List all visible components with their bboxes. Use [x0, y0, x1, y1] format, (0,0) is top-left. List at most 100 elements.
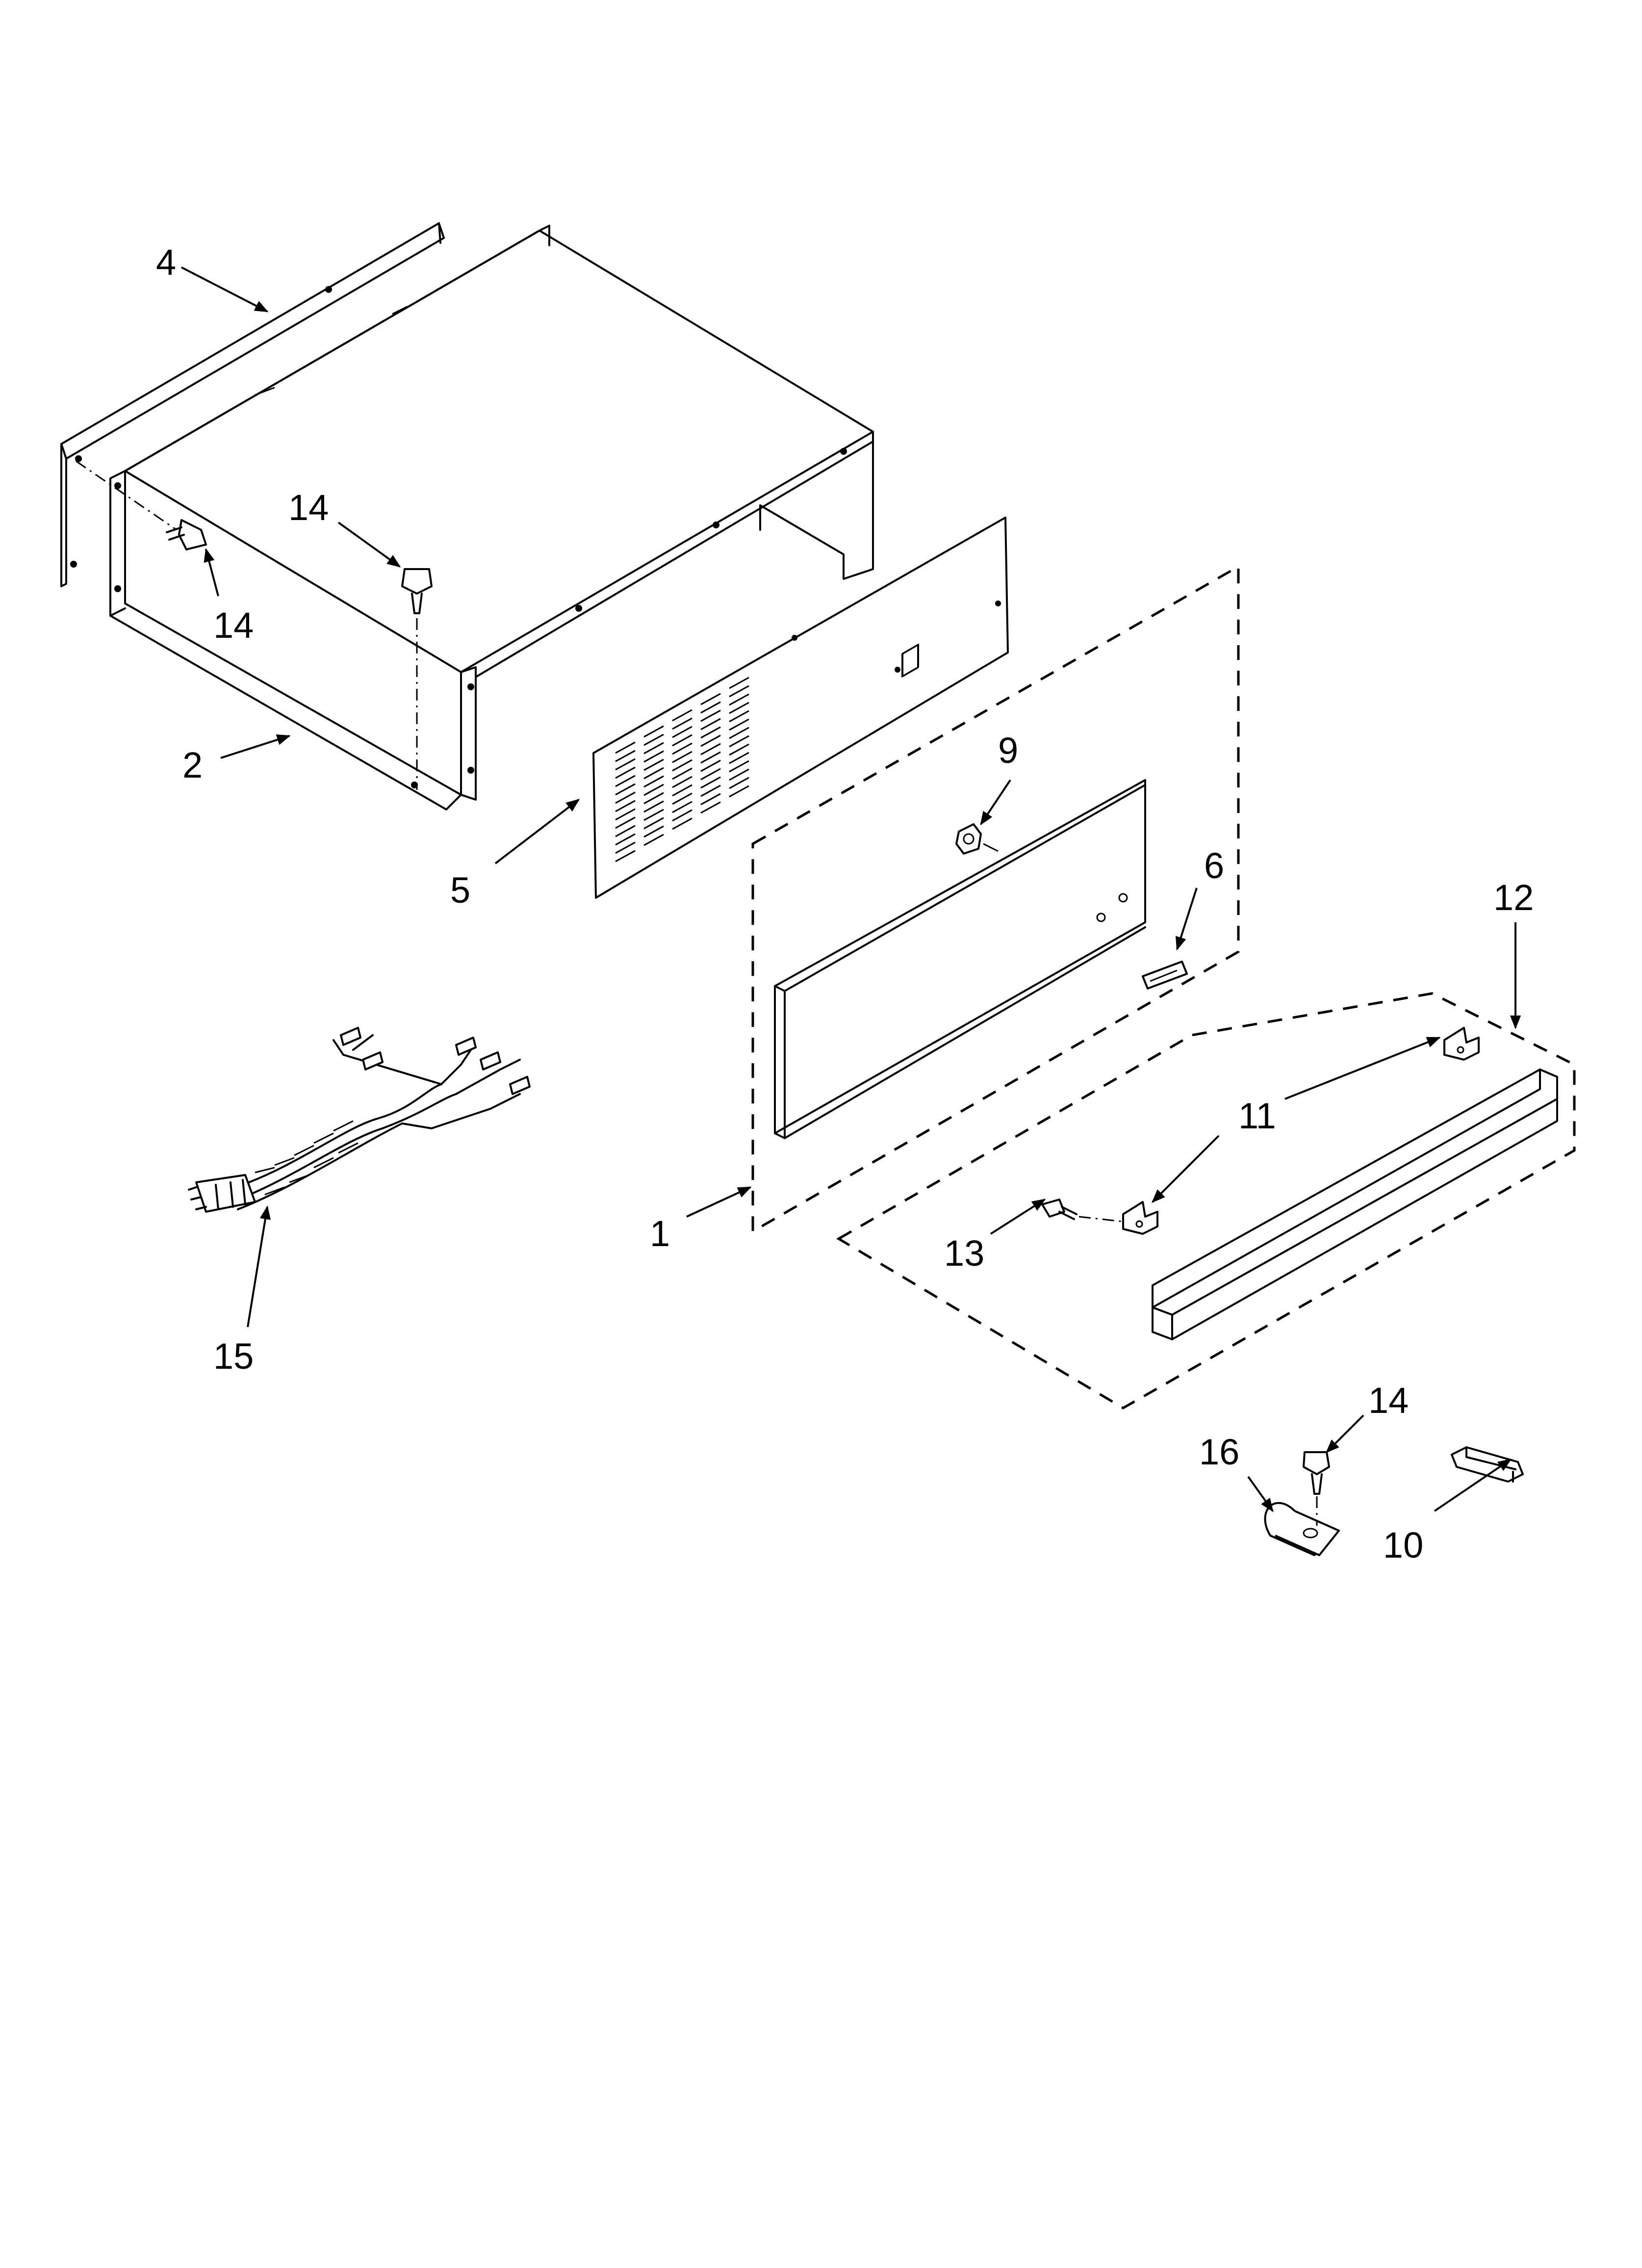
bracket-part-11-lower: [1122, 1201, 1158, 1235]
louver-slot: [615, 833, 636, 846]
louver-slot: [615, 808, 636, 821]
louver-slot: [729, 768, 749, 781]
callout-15: 15: [213, 1336, 254, 1377]
callout-14-bottom: 14: [1368, 1380, 1409, 1421]
louver-slot: [672, 709, 693, 722]
callout-11: 11: [1238, 1095, 1276, 1136]
louver-slot: [615, 850, 636, 862]
louver-slot: [700, 726, 721, 739]
callout-9: 9: [998, 730, 1018, 771]
louver-slot: [729, 727, 749, 739]
clamp-part-16: [1264, 1502, 1340, 1556]
louver-slot: [700, 743, 721, 756]
louver-slot: [643, 750, 664, 763]
front-panel: [774, 779, 1146, 1139]
callout-5: 5: [450, 870, 470, 911]
side-rail-part-4: [60, 222, 445, 587]
assembly-group-part-1: [751, 564, 1240, 1234]
louver-slot: [615, 825, 636, 837]
wire-harness-part-15: [188, 1027, 531, 1213]
toe-rail: [1152, 1069, 1558, 1340]
louver-slot: [643, 758, 664, 771]
clip-part-6: [1142, 961, 1188, 990]
callout-6: 6: [1204, 845, 1224, 886]
louver-slot: [643, 808, 664, 821]
louver-slot: [729, 735, 749, 748]
louver-slot: [615, 783, 636, 796]
louver-slot: [672, 784, 693, 797]
screw-part-14-left: [76, 460, 207, 550]
callout-labels: 4 14 14 2 5 9 6 12 11 13 1 15 14 16 10: [156, 242, 1534, 1565]
callout-14-left: 14: [213, 605, 254, 646]
louver-slot: [643, 742, 664, 755]
louver-slot: [700, 759, 721, 772]
louver-slot: [729, 710, 749, 723]
louver-slot: [615, 741, 636, 754]
louver-slot: [672, 717, 693, 730]
callout-1: 1: [650, 1213, 670, 1254]
louver-slot: [643, 834, 664, 846]
louver-slot: [672, 776, 693, 788]
louver-slot: [615, 816, 636, 829]
louver-slot: [729, 760, 749, 773]
louver-slot: [672, 767, 693, 780]
louver-slot: [729, 685, 749, 698]
louver-slot: [615, 775, 636, 787]
louver-slot: [643, 783, 664, 796]
callout-12: 12: [1493, 877, 1534, 918]
louver-slot: [643, 725, 664, 738]
louver-slot: [643, 817, 664, 830]
louver-slot: [643, 825, 664, 838]
assembly-group-part-12: [836, 992, 1576, 1409]
louver-slot: [672, 759, 693, 772]
louver-slot: [700, 701, 721, 714]
nut-part-9: [955, 823, 999, 855]
louver-slot: [700, 801, 721, 814]
louver-slot: [700, 734, 721, 747]
louver-slot: [672, 817, 693, 830]
louver-slot: [700, 751, 721, 764]
louver-slot: [700, 709, 721, 722]
screw-part-13: [1041, 1199, 1124, 1223]
louver-slot: [615, 766, 636, 779]
louver-slot: [615, 750, 636, 762]
louver-slot: [672, 801, 693, 813]
louver-slot: [615, 841, 636, 854]
louver-slot: [672, 751, 693, 763]
callout-2: 2: [182, 745, 203, 785]
louver-slot: [729, 785, 749, 798]
louver-slot: [615, 758, 636, 771]
louver-slot: [643, 733, 664, 746]
louver-slot: [729, 777, 749, 789]
louver-slot: [672, 742, 693, 755]
louver-slot: [672, 734, 693, 747]
callout-13: 13: [944, 1233, 984, 1274]
louver-slot: [700, 793, 721, 806]
louver-grid: [615, 677, 749, 862]
screw-part-14-bottom: [1303, 1451, 1330, 1526]
grille-panel-part-5: [592, 517, 1009, 899]
louver-slot: [729, 718, 749, 731]
louver-slot: [643, 767, 664, 780]
louver-slot: [729, 693, 749, 706]
screw-part-14-top: [401, 568, 433, 790]
louver-slot: [672, 726, 693, 738]
louver-slot: [700, 718, 721, 730]
callout-14-top: 14: [288, 487, 329, 528]
louver-slot: [615, 791, 636, 804]
callout-4: 4: [156, 242, 176, 283]
louver-slot: [700, 693, 721, 705]
louver-slot: [729, 752, 749, 764]
louver-slot: [643, 800, 664, 813]
louver-slot: [643, 775, 664, 788]
leader-lines: [181, 266, 1521, 1512]
bracket-part-11-upper: [1443, 1027, 1480, 1061]
callout-16: 16: [1199, 1432, 1239, 1472]
louver-slot: [700, 776, 721, 789]
louver-slot: [700, 784, 721, 797]
louver-slot: [643, 792, 664, 805]
callout-10: 10: [1383, 1525, 1423, 1565]
louver-slot: [615, 800, 636, 812]
louver-slot: [729, 702, 749, 714]
